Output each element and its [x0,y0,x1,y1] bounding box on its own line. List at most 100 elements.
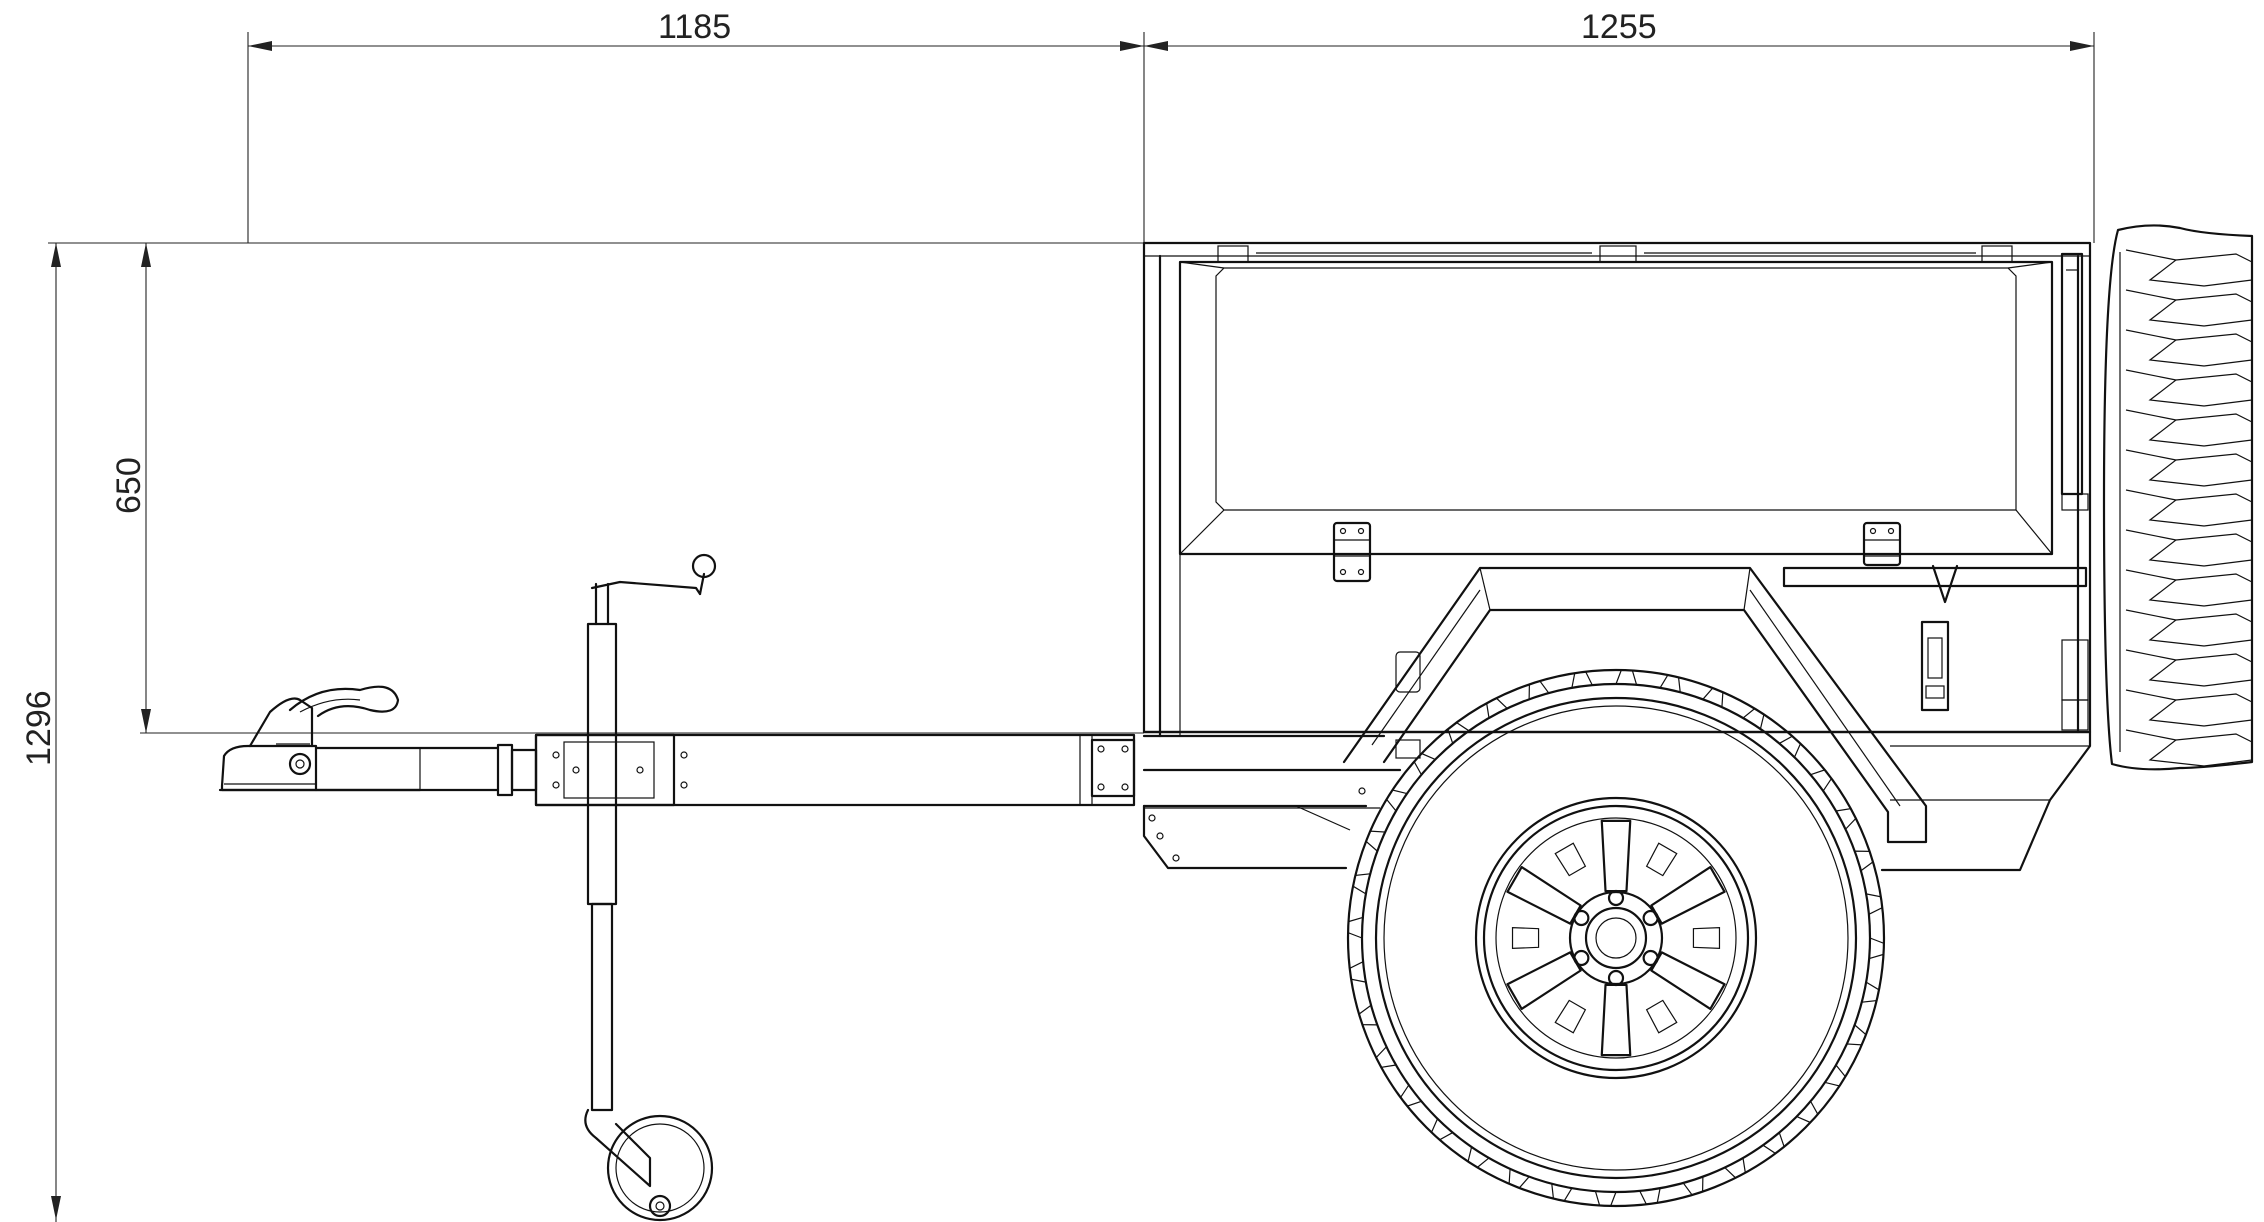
tread-block [1868,937,1885,960]
tread-block [1430,1117,1454,1141]
spare-tread-line [2175,333,2253,343]
tread-block [1375,1045,1397,1068]
wheel-nut [1573,949,1590,967]
spare-tread-line [2203,719,2253,727]
spare-tread-line [2203,479,2253,487]
spare-tread-line [2125,369,2205,407]
rim-spoke [1600,983,1632,1057]
tread-block [1741,707,1765,730]
rim-window [1645,999,1678,1034]
tread-block [1508,1167,1531,1189]
spare-tread-line [2175,493,2253,503]
rim-spoke [1600,819,1632,893]
tread-block [1467,1146,1491,1169]
spare-tread-line [2125,329,2205,367]
main-wheel [1346,668,1886,1208]
spare-tread-line [2175,733,2253,743]
spare-tread-line [2175,573,2253,583]
tread-block [1447,721,1471,745]
wheel-nut [1607,889,1625,907]
wheel-nut [1642,909,1659,927]
tread-block [1865,893,1883,916]
tread-block [1413,752,1437,776]
rim-window [1554,842,1587,877]
tread-block [1860,981,1880,1003]
jockey-wheel [584,553,717,1222]
spare-tread-line [2203,359,2253,367]
spare-tread-line [2125,489,2205,527]
spare-tread-line [2175,653,2253,663]
lid-panel [1178,260,2054,556]
wheel-nuts [1573,889,1659,987]
lid-latch-right [1862,521,1902,567]
spare-tread-line [2125,729,2205,767]
tread-blocks [1347,669,1885,1207]
side-locker [1782,564,2088,712]
coupling-head [218,685,422,792]
tread-block [1835,808,1857,831]
tread-block [1352,873,1372,895]
spare-tread-line [2203,399,2253,407]
tread-block [1347,916,1364,939]
tread-block [1795,1100,1819,1124]
tread-block [1594,1190,1617,1207]
tread-block [1761,1131,1785,1155]
spare-tread-line [2125,609,2205,647]
dimension-label-650: 650 [110,457,148,514]
spare-tread-line [2125,649,2205,687]
spare-tread-line [2203,759,2253,767]
tread-block [1528,680,1550,701]
dimension-label-1185: 1185 [658,8,731,46]
spare-tread-line [2203,519,2253,527]
spare-tread-line [2203,439,2253,447]
rim-window [1645,842,1678,877]
spare-tread-line [2175,533,2253,543]
spare-tread-line [2125,569,2205,607]
tread-block [1824,1063,1847,1087]
tread-block [1358,1004,1379,1026]
spare-tread-line [2175,453,2253,463]
spare-tread-line [2175,693,2253,703]
spare-tread-line [2125,409,2205,447]
tread-block [1365,830,1387,853]
spare-tread-line [2203,559,2253,567]
tread-block [1682,1175,1704,1196]
tread-block [1701,687,1724,709]
rim-window [1554,999,1587,1034]
dimension-label-1296: 1296 [20,690,58,766]
spare-tread-line [2175,413,2253,423]
spare-tread-line [2203,639,2253,647]
spare-wheel [2102,224,2254,771]
spare-tread-line [2125,689,2205,727]
spare-tread-line [2203,279,2253,287]
spare-tread-line [2125,289,2205,327]
tread-block [1486,697,1509,719]
tread-block [1845,1023,1867,1046]
dimension-label-1255: 1255 [1581,8,1657,46]
mudguard [1342,566,1928,844]
tread-block [1778,735,1802,759]
tread-block [1385,789,1408,813]
spare-tread-line [2203,599,2253,607]
wheel-nut [1607,969,1625,987]
dimension-1255: 1255 [1144,8,2095,243]
tread-block [1638,1187,1661,1205]
tread-block [1399,1083,1423,1107]
spare-wheel-bracket [2060,252,2089,731]
chassis-frame [1142,730,2092,872]
spare-tread-line [2125,249,2205,287]
tread-block [1809,769,1833,793]
rim-window [1692,926,1721,950]
spare-tread-line [2203,679,2253,687]
tread-block [1723,1157,1746,1179]
spare-tread-line [2175,373,2253,383]
spare-tread-line [2175,293,2253,303]
dimension-1185: 1185 [247,8,1145,243]
dimension-650: 650 [48,242,1144,734]
spare-tread-line [2125,529,2205,567]
tread-block [1853,850,1874,872]
drawbar [314,733,1136,807]
spare-tread-line [2175,253,2253,263]
spare-tread-line [2125,449,2205,487]
